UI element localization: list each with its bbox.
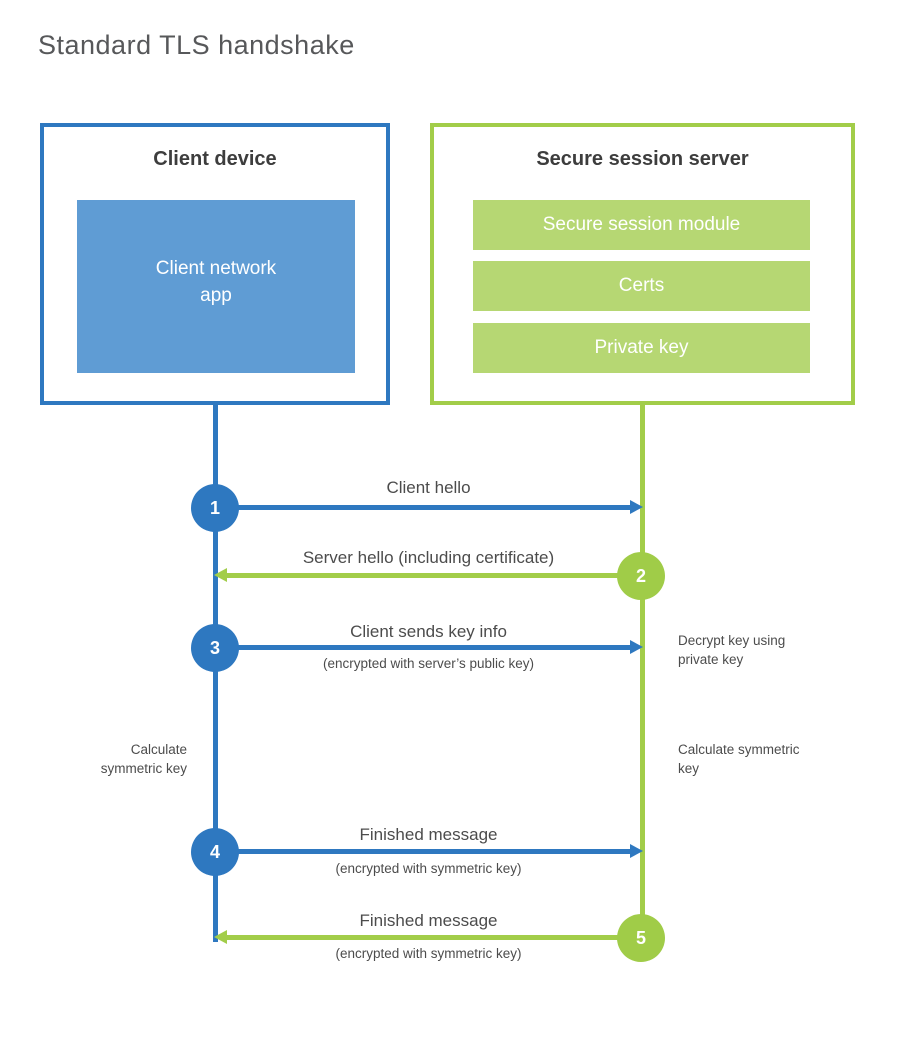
step-3-arrow — [215, 640, 643, 654]
step-5-sublabel: (encrypted with symmetric key) — [335, 946, 522, 961]
step-5-arrow-shaft — [224, 935, 641, 940]
step-4-number: 4 — [209, 841, 220, 862]
step-1-circle: 1 — [191, 484, 239, 532]
step-2-label: Server hello (including certificate) — [302, 548, 555, 567]
step-1-arrowhead-icon — [630, 500, 643, 514]
secure-session-server-box: Secure session server Secure session mod… — [430, 123, 855, 405]
server-module-private-key: Private key — [473, 323, 810, 373]
step-5-circle: 5 — [617, 914, 665, 962]
annotation-decrypt-key: Decrypt key using private key — [678, 633, 786, 667]
client-lifeline — [213, 405, 218, 942]
step-1-label: Client hello — [386, 478, 471, 497]
annotation-calculate-symmetric-key-left: Calculate symmetric key — [100, 742, 187, 776]
step-4-arrow-shaft — [215, 849, 633, 854]
server-lifeline — [640, 405, 645, 938]
client-network-app-label-line1: Client network — [155, 257, 277, 279]
step-4-label: Finished message — [359, 825, 498, 844]
client-network-app-box: Client network app — [77, 200, 355, 373]
step-2-circle: 2 — [617, 552, 665, 600]
page-title: Standard TLS handshake — [38, 30, 355, 60]
step-4-circle: 4 — [191, 828, 239, 876]
step-1-arrow-shaft — [215, 505, 633, 510]
step-4-arrowhead-icon — [630, 844, 643, 858]
client-network-app-label-line2: app — [200, 284, 232, 306]
step-3-sublabel: (encrypted with server’s public key) — [322, 656, 535, 671]
server-module-certs: Certs — [473, 261, 810, 311]
step-1-number: 1 — [209, 497, 220, 518]
step-3-arrowhead-icon — [630, 640, 643, 654]
step-4-arrow — [215, 844, 643, 858]
server-module-secure-session-module: Secure session module — [473, 200, 810, 250]
step-4-sublabel: (encrypted with symmetric key) — [335, 861, 522, 876]
step-2-arrow — [214, 568, 641, 582]
step-3-number: 3 — [209, 637, 220, 658]
client-device-box: Client device Client network app — [40, 123, 390, 405]
step-2-arrowhead-icon — [214, 568, 227, 582]
annotation-calculate-symmetric-key-right: Calculate symmetric key — [678, 742, 800, 776]
step-5-arrowhead-icon — [214, 930, 227, 944]
step-2-arrow-shaft — [224, 573, 641, 578]
step-3-label: Client sends key info — [350, 622, 507, 641]
step-5-label: Finished message — [359, 911, 498, 930]
step-2-number: 2 — [635, 565, 646, 586]
client-device-title: Client device — [153, 148, 277, 170]
step-1-arrow — [215, 500, 643, 514]
step-5-number: 5 — [635, 927, 646, 948]
step-5-arrow — [214, 930, 641, 944]
step-3-circle: 3 — [191, 624, 239, 672]
secure-session-server-title: Secure session server — [536, 148, 749, 170]
step-3-arrow-shaft — [215, 645, 633, 650]
